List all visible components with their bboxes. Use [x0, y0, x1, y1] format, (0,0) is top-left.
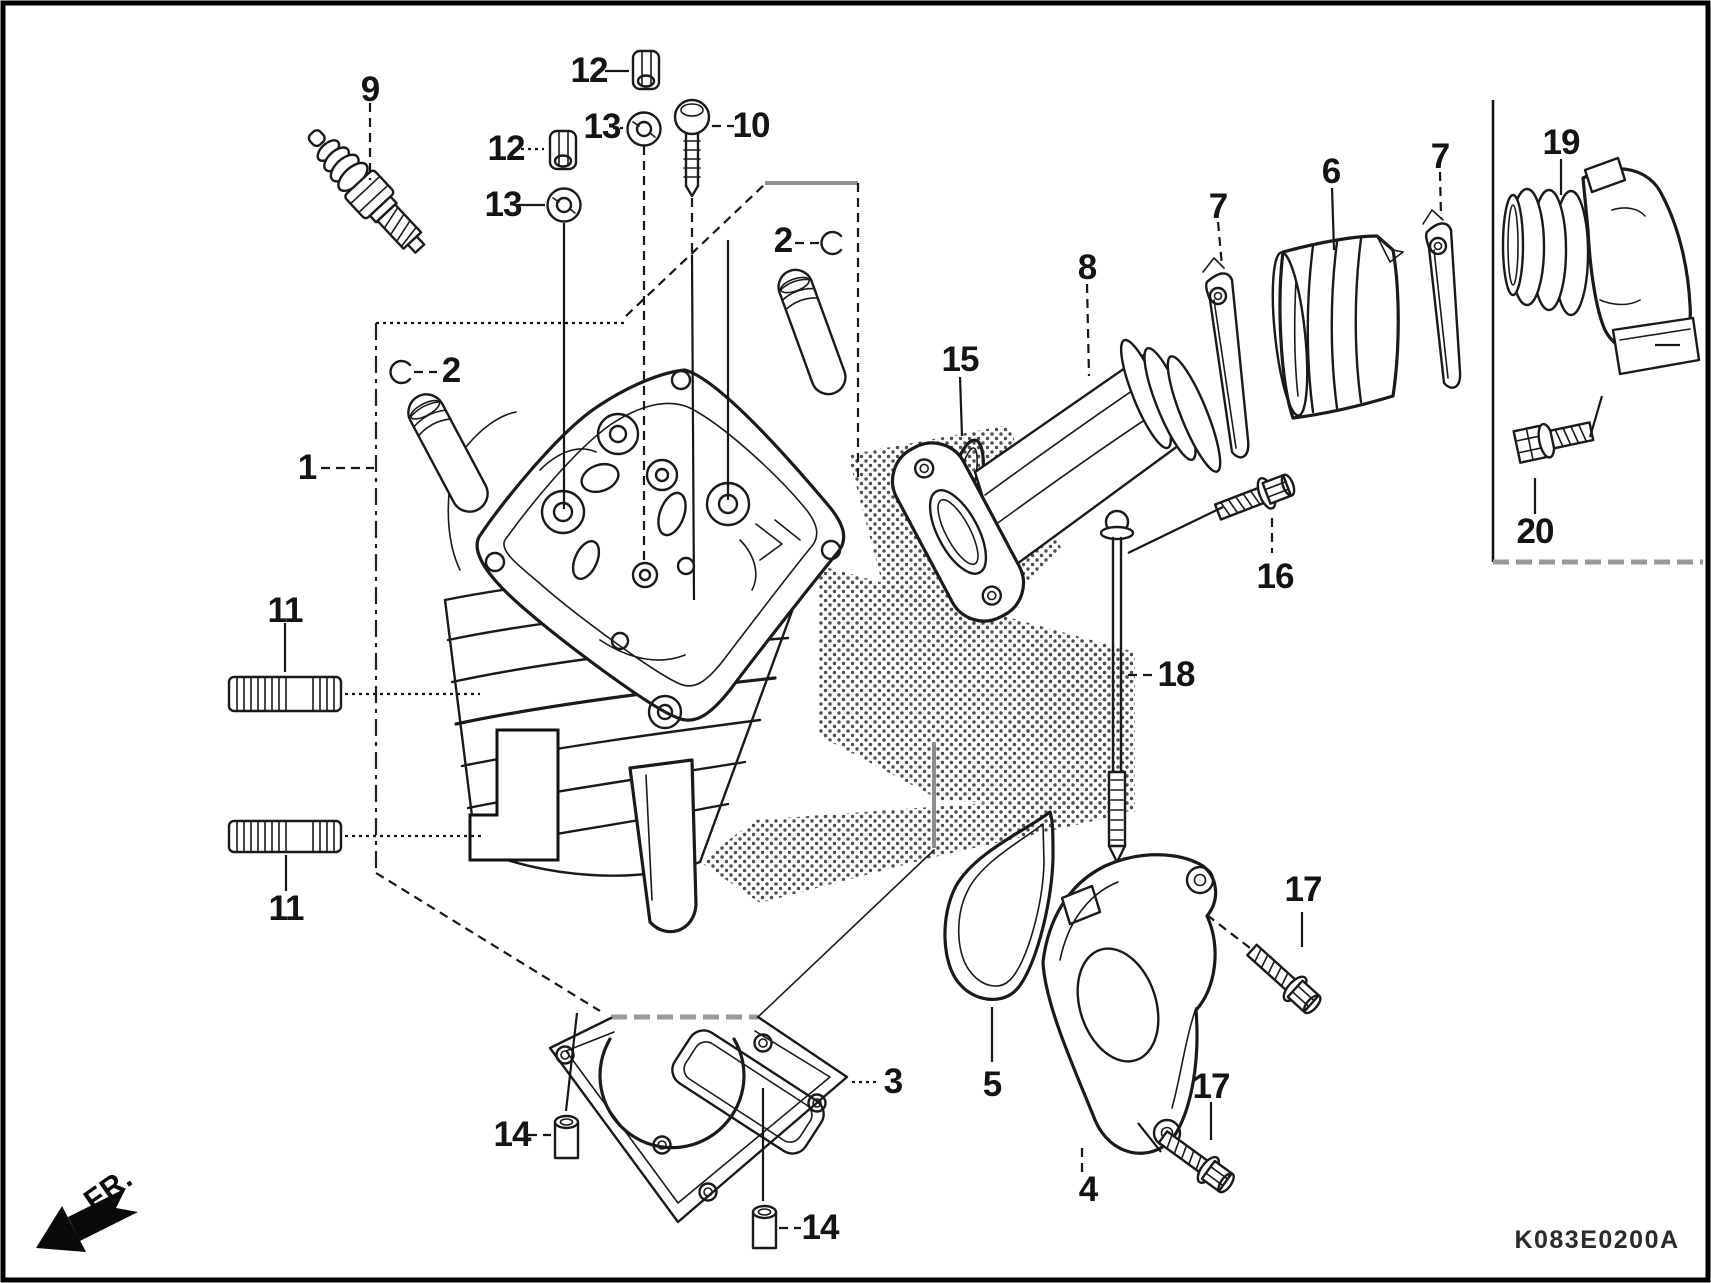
clamp-7-right — [1422, 209, 1462, 389]
part-label-6: 6 — [1322, 152, 1341, 191]
cylinder-head-assembly — [443, 368, 846, 934]
part-label-17-upper: 17 — [1285, 870, 1322, 909]
assembly-bounding-lines — [374, 181, 936, 1020]
part-label-7-left: 7 — [1209, 187, 1227, 226]
part-label-13-top: 13 — [584, 107, 621, 146]
gasket-3 — [548, 1015, 849, 1224]
part-label-19: 19 — [1543, 123, 1580, 162]
stud-18 — [1099, 509, 1135, 864]
adjusting-screw-10 — [673, 98, 711, 198]
cap-nut-12-upper — [631, 49, 661, 91]
cylinder-notch — [468, 728, 560, 862]
part-label-7-right: 7 — [1431, 137, 1449, 176]
part-label-10: 10 — [733, 106, 770, 145]
part-label-14-left: 14 — [494, 1115, 532, 1154]
cap-nut-12-lower — [548, 129, 578, 171]
leader-lines — [283, 69, 1604, 1230]
drawing-code: K083E0200A — [1514, 1226, 1679, 1254]
part-label-20: 20 — [1517, 512, 1554, 551]
cover-4 — [1041, 853, 1218, 1155]
fr-arrow — [36, 1188, 138, 1252]
part-label-4: 4 — [1079, 1170, 1099, 1209]
part-label-11-lower: 11 — [269, 889, 305, 928]
valve-lifter-right — [777, 268, 847, 396]
clamp-7-left — [1202, 257, 1250, 459]
inset-box — [1491, 100, 1703, 565]
spark-plug — [307, 129, 426, 254]
dowel-pin-14-left — [553, 1114, 580, 1160]
stud-bolt-11-upper — [227, 675, 343, 713]
part-label-12-top: 12 — [571, 51, 608, 90]
valve-clip-2-right — [820, 230, 843, 256]
part-label-2-left: 2 — [442, 351, 461, 390]
bolt-17-upper — [1246, 943, 1322, 1015]
bolt-16 — [1213, 473, 1296, 521]
washer-13-lower — [546, 187, 582, 223]
part-label-2-right: 2 — [774, 221, 793, 260]
dowel-pin-14-right — [751, 1204, 778, 1250]
part-label-14-right: 14 — [802, 1208, 840, 1247]
part-labels: 12 13 10 12 13 9 2 2 1 11 11 8 15 7 6 7 … — [268, 51, 1581, 1247]
part-label-16: 16 — [1257, 557, 1294, 596]
part-label-12-left: 12 — [488, 129, 525, 168]
valve-clip-2-left — [389, 359, 412, 385]
part-label-18: 18 — [1158, 655, 1195, 694]
part-label-9: 9 — [361, 70, 380, 109]
bolt-20 — [1512, 421, 1595, 464]
part-label-1: 1 — [298, 448, 317, 487]
washer-13-upper — [626, 111, 662, 147]
part-label-3: 3 — [884, 1062, 903, 1101]
part-label-5: 5 — [983, 1065, 1002, 1104]
valve-lifter-left — [407, 393, 489, 513]
part-label-17-lower: 17 — [1193, 1067, 1230, 1106]
head-top-face — [447, 368, 846, 730]
gasket-5 — [943, 810, 1055, 1001]
intake-duct-6 — [1271, 234, 1404, 420]
intake-pipe-8 — [890, 338, 1222, 623]
part-label-15: 15 — [942, 340, 979, 379]
bolt-17-lower — [1157, 1130, 1235, 1194]
part-label-13-left: 13 — [485, 185, 522, 224]
insulator-19 — [1501, 156, 1701, 376]
part-label-8: 8 — [1078, 248, 1097, 287]
stud-bolt-11-lower — [227, 819, 343, 854]
part-label-11-upper: 11 — [268, 591, 304, 630]
